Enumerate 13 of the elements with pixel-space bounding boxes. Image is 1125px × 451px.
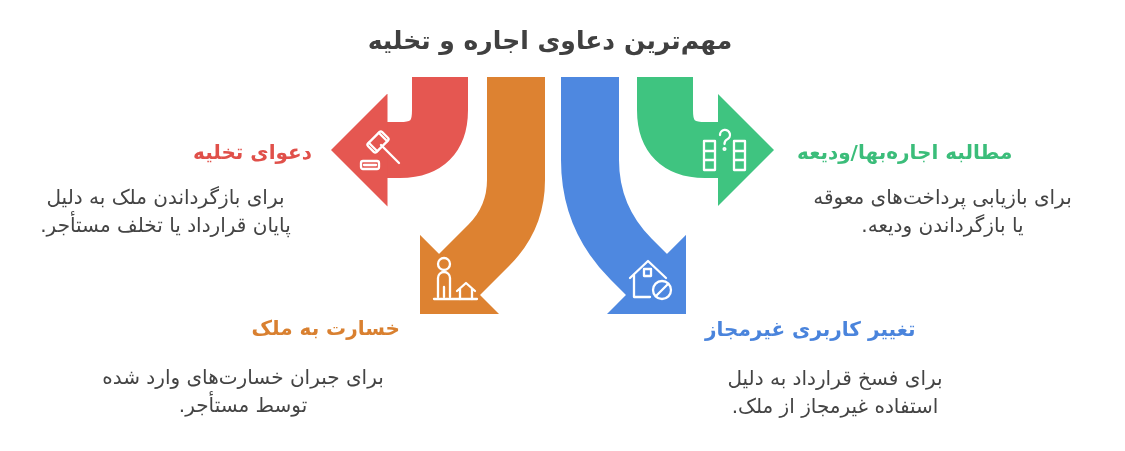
curved-arrow (637, 77, 774, 207)
curved-arrow (331, 77, 468, 207)
description: برای بازگرداندن ملک به دلیل پایان قرارداد یا تخلف مستأجر. (39, 184, 292, 239)
description: برای جبران خسارت‌های وارد شده توسط مستأجر. (101, 364, 385, 419)
description: برای بازیابی پرداخت‌های معوقه یا بازگرداندن ودیعه. (812, 184, 1073, 239)
title: مهم‌ترین دعاوی اجاره و تخلیه (367, 25, 733, 58)
curved-arrow (419, 77, 545, 315)
heading: مطالبه اجاره‌بها/ودیعه (797, 139, 1013, 166)
heading: تغییر کاربری غیرمجاز (705, 316, 916, 343)
heading: خسارت به ملک (251, 315, 400, 342)
heading: دعوای تخلیه (193, 139, 312, 166)
curved-arrow (561, 77, 687, 315)
description: برای فسخ قرارداد به دلیل استفاده غیرمجاز از ملک. (726, 365, 944, 420)
